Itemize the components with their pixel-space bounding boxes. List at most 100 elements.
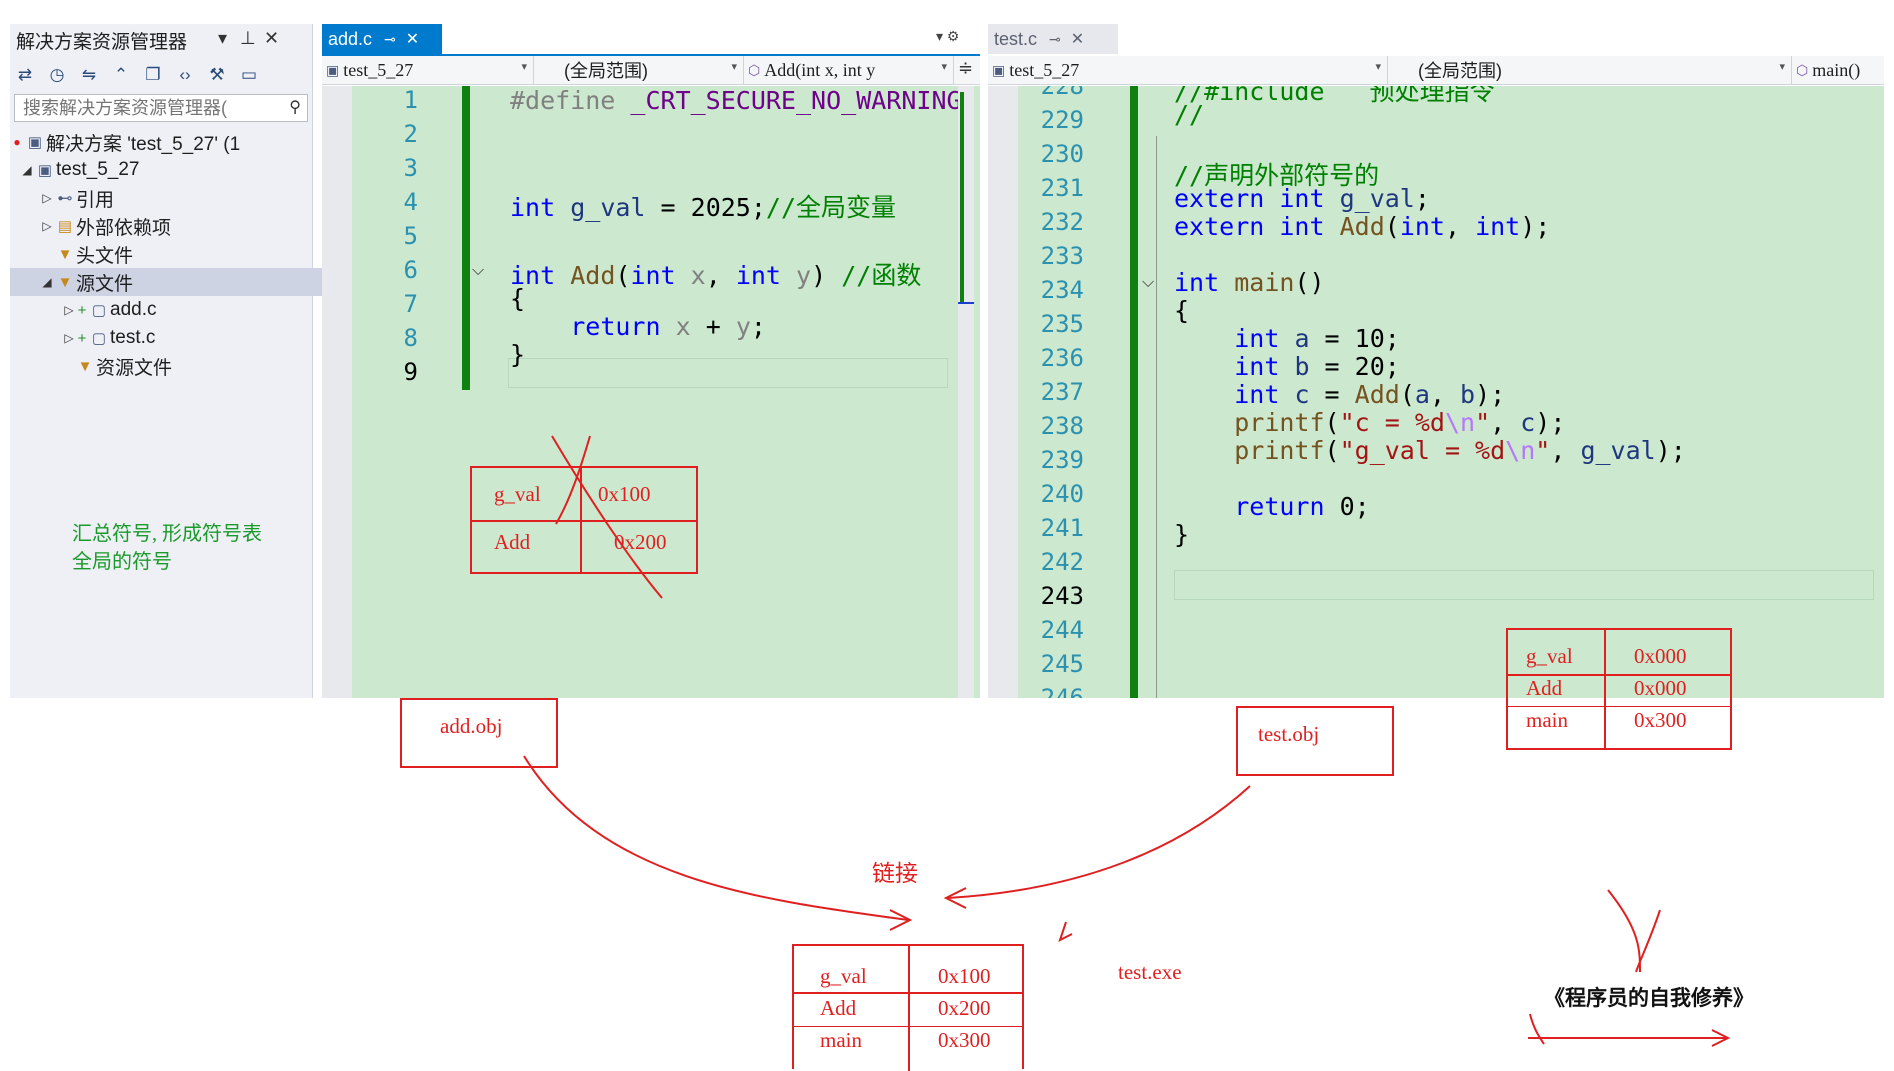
line-number: 1: [403, 86, 418, 114]
search-icon[interactable]: ⚲: [289, 99, 301, 116]
explorer-search-input[interactable]: [21, 96, 265, 120]
solution-label: 解决方案 'test_5_27' (1: [46, 133, 241, 155]
scope-dropdown[interactable]: (全局范围) ▾: [1388, 56, 1792, 84]
line-number: 241: [1040, 514, 1084, 542]
pin-icon[interactable]: ⊸: [384, 30, 396, 47]
tab-add-c[interactable]: add.c ⊸ ✕: [322, 24, 442, 54]
project-dropdown-label: test_5_27: [343, 59, 414, 80]
tab-test-c[interactable]: test.c ⊸ ✕: [988, 24, 1118, 54]
scope-dropdown-label: (全局范围): [1418, 61, 1502, 81]
scope-dropdown-label: (全局范围): [564, 61, 648, 81]
code-line-243: return 0;: [1234, 492, 1370, 521]
member-dropdown[interactable]: ⬡ Add(int x, int y ▾: [744, 56, 954, 84]
note-line-1: 汇总符号, 形成符号表: [72, 523, 262, 545]
project-dropdown-label: test_5_27: [1009, 59, 1080, 80]
preview-icon[interactable]: ▭: [240, 65, 258, 84]
code-line-237: int a = 10;: [1234, 324, 1400, 353]
pin-icon[interactable]: ⊥: [240, 28, 256, 48]
close-tab-icon[interactable]: ✕: [405, 31, 420, 48]
symbol-address: 0x300: [1634, 708, 1687, 732]
tab-overflow-icon[interactable]: ▾ ⚙: [936, 28, 960, 44]
collapsed-arrow-icon[interactable]: ▷: [64, 303, 74, 317]
history-icon[interactable]: ◷: [49, 65, 65, 84]
book-title: 《程序员的自我修养》: [1544, 987, 1754, 1010]
tree-item-references[interactable]: ▷ ⊷ 引用: [10, 184, 342, 212]
options-dropdown-icon[interactable]: ▾: [218, 28, 228, 48]
project-dropdown[interactable]: ▣ test_5_27 ▾: [988, 56, 1388, 84]
tree-project[interactable]: ◢ ▣ test_5_27: [10, 156, 322, 184]
code-view-icon[interactable]: ‹›: [179, 65, 191, 84]
symbol-name: main: [1526, 708, 1568, 732]
c-file-icon: ▢: [91, 302, 107, 319]
symbol-address: 0x000: [1634, 676, 1687, 700]
expanded-arrow-icon[interactable]: ◢: [22, 163, 32, 177]
line-number: 233: [1040, 242, 1084, 270]
test-obj-box: test.obj: [1236, 706, 1394, 776]
scrollbar-change-marker: [960, 92, 964, 302]
code-line-238: int b = 20;: [1234, 352, 1400, 381]
external-deps-icon: ▤: [57, 218, 73, 235]
solution-explorer: 解决方案资源管理器 ▾ ⊥ ✕ ⇄ ◷ ⇋ ⌃ ❐ ‹› ⚒ ▭ ⚲ ● ▣ 解…: [10, 24, 342, 698]
switch-view-icon[interactable]: ⇋: [81, 65, 97, 84]
solution-icon: ▣: [27, 134, 43, 151]
code-line-236: {: [1174, 296, 1190, 325]
add-symbol-table: g_val 0x100 Add 0x200: [470, 466, 698, 574]
dropdown-arrow-icon: ▾: [521, 61, 527, 73]
line-number: 9: [403, 358, 418, 386]
tab-label: add.c: [328, 28, 373, 49]
pin-icon[interactable]: ⊸: [1049, 30, 1061, 47]
collapsed-arrow-icon[interactable]: ▷: [42, 191, 52, 205]
line-number: 7: [403, 290, 418, 318]
line-number: 230: [1040, 140, 1084, 168]
expanded-arrow-icon[interactable]: ◢: [42, 275, 52, 289]
member-dropdown[interactable]: ⬡ main(): [1792, 56, 1884, 84]
symbol-name: g_val: [1526, 644, 1573, 668]
project-icon: ▣: [992, 61, 1006, 78]
collapse-icon[interactable]: ⌵: [472, 262, 485, 279]
collapsed-arrow-icon[interactable]: ▷: [42, 219, 52, 233]
collapse-all-icon[interactable]: ⌃: [113, 65, 129, 84]
line-number: 236: [1040, 344, 1084, 372]
scrollbar-position-marker: [958, 302, 974, 304]
close-icon[interactable]: ✕: [264, 28, 280, 48]
scope-dropdown[interactable]: (全局范围) ▾: [534, 56, 744, 84]
symbol-address: 0x200: [614, 530, 667, 554]
line-number: 228: [1040, 86, 1084, 100]
collapse-icon[interactable]: ⌵: [1142, 274, 1155, 291]
editor-margin: [988, 86, 1018, 698]
tree-solution[interactable]: ● ▣ 解决方案 'test_5_27' (1: [10, 128, 312, 156]
vertical-scrollbar[interactable]: [958, 86, 974, 698]
code-line-8: return x + y;: [570, 312, 766, 341]
project-icon: ▣: [326, 61, 340, 78]
note-line-2: 全局的符号: [72, 551, 172, 573]
function-icon: ⬡: [1796, 61, 1809, 78]
tree-item-label: add.c: [110, 299, 157, 320]
split-icon[interactable]: ≑: [958, 58, 974, 78]
tree-item-add-c[interactable]: ▷ + ▢ add.c: [10, 296, 364, 324]
symbol-name: Add: [494, 530, 531, 554]
code-line-1: #define _CRT_SECURE_NO_WARNING: [510, 86, 962, 115]
line-number: 8: [403, 324, 418, 352]
sync-icon[interactable]: ⇄: [17, 65, 33, 84]
tree-item-source-files[interactable]: ◢ ▼ 源文件: [10, 268, 342, 296]
left-navigation-bar: ▣ test_5_27 ▾ (全局范围) ▾ ⬡ Add(int x, int …: [322, 56, 980, 85]
tree-item-external-deps[interactable]: ▷ ▤ 外部依赖项: [10, 212, 342, 240]
close-tab-icon[interactable]: ✕: [1070, 31, 1085, 48]
line-number: 237: [1040, 378, 1084, 406]
explorer-search-box[interactable]: ⚲: [14, 94, 308, 122]
project-dropdown[interactable]: ▣ test_5_27 ▾: [322, 56, 534, 84]
line-number: 242: [1040, 548, 1084, 576]
dropdown-arrow-icon: ▾: [1375, 61, 1381, 73]
show-all-files-icon[interactable]: ❐: [145, 65, 161, 84]
properties-icon[interactable]: ⚒: [209, 65, 225, 84]
tree-item-resource-files[interactable]: ▼ 资源文件: [10, 352, 376, 380]
tree-item-header-files[interactable]: ▼ 头文件: [10, 240, 356, 268]
code-line-229: //: [1174, 100, 1205, 129]
tree-item-test-c[interactable]: ▷ + ▢ test.c: [10, 324, 364, 352]
symbol-address: 0x200: [938, 996, 991, 1020]
collapsed-arrow-icon[interactable]: ▷: [64, 331, 74, 345]
tab-underline: [322, 54, 980, 56]
tree-item-label: 引用: [76, 189, 115, 211]
